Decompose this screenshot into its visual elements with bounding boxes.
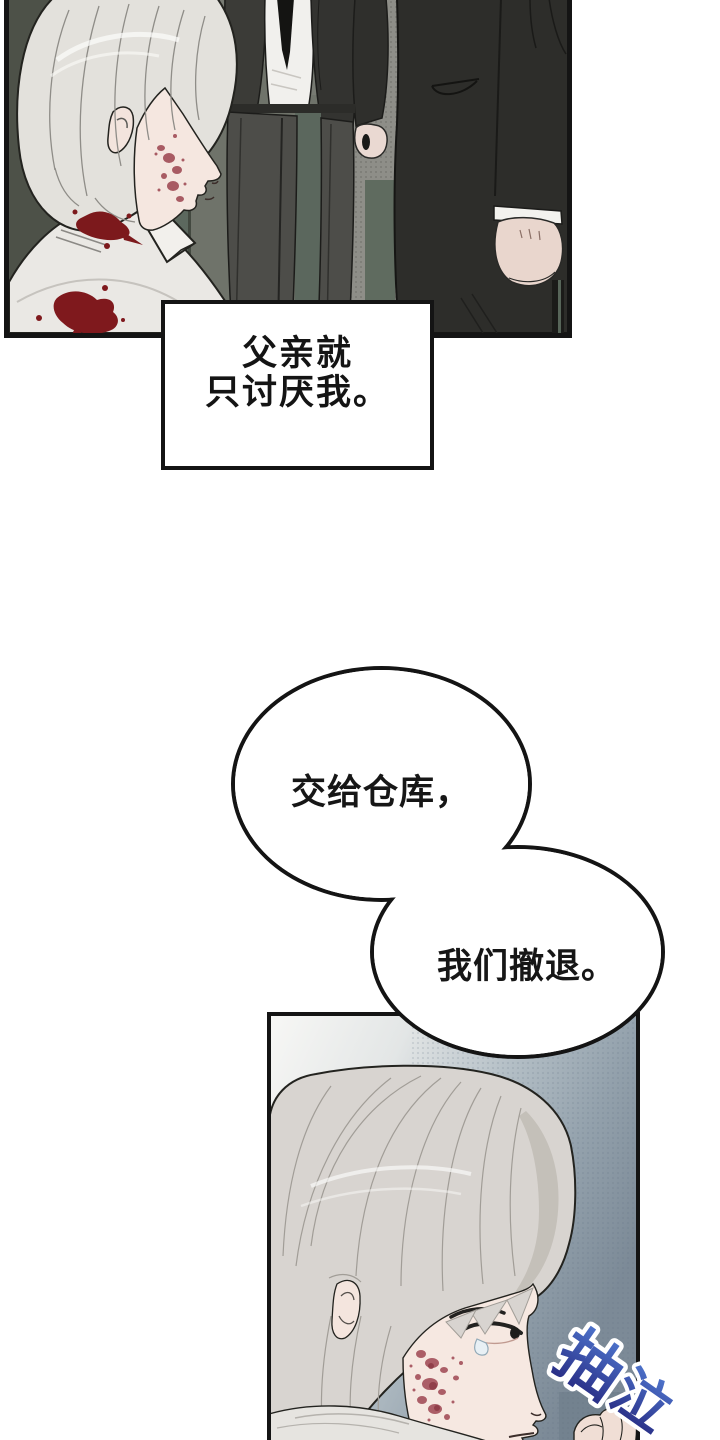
panel-top-art [9, 0, 567, 333]
blood-splatter [36, 209, 143, 333]
crying-character [271, 1064, 636, 1440]
hair-strands [282, 1075, 522, 1440]
cheek-blood-speckles [154, 134, 187, 202]
sfx-sob: 抽 泣 [540, 1313, 687, 1440]
face-profile [402, 1282, 547, 1440]
injured-character [9, 0, 247, 333]
speech-line-1: 交给仓库， [290, 773, 471, 812]
panel-confrontation-scene [4, 0, 572, 338]
narration-line-2: 只讨厌我。 [204, 373, 390, 412]
face-profile [133, 86, 222, 231]
hair-strands [49, 3, 206, 223]
bang-spikes [445, 1287, 534, 1339]
speech-bubble-lower-fill [374, 849, 661, 1055]
nostril [530, 1412, 542, 1417]
clenched-fist-center [353, 123, 388, 159]
narration-line-1: 父亲就 [241, 334, 353, 373]
panel-bottom-art [271, 1016, 636, 1440]
suited-figure-right [393, 0, 567, 333]
tear-drop [474, 1338, 489, 1356]
mouth [508, 1432, 535, 1438]
suited-figure-center [224, 0, 389, 333]
speech-line-2: 我们撤退。 [436, 947, 617, 986]
panel-crying-closeup [267, 1012, 640, 1440]
clenched-fist-right [494, 216, 564, 287]
chest-pocket [431, 78, 480, 95]
narration-box: 父亲就 只讨厌我。 [161, 300, 434, 470]
cheek-blood-speckles [409, 1350, 463, 1422]
black-tie [277, 0, 294, 70]
